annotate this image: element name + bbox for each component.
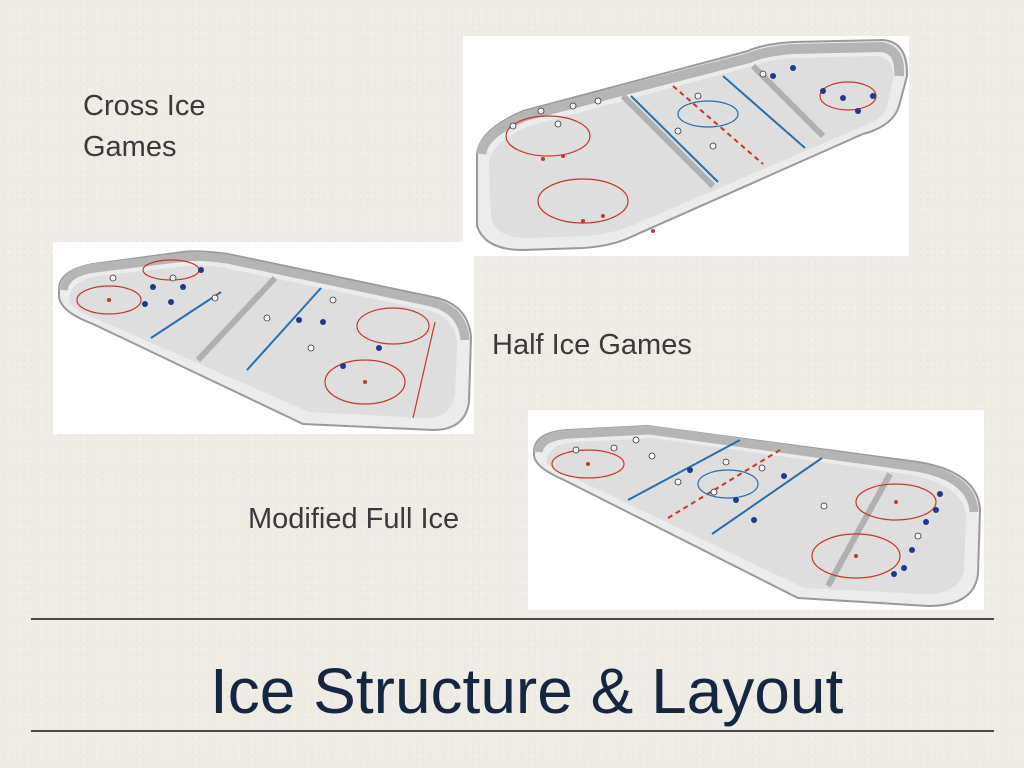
cross-ice-games-label: Cross Ice Games bbox=[83, 86, 283, 168]
slide-title: Ice Structure & Layout bbox=[210, 648, 930, 734]
modified-full-ice-rink-image bbox=[528, 410, 984, 610]
half-ice-rink-svg bbox=[53, 242, 474, 434]
cross-ice-rink-image bbox=[463, 36, 909, 256]
modified-full-ice-rink-svg bbox=[528, 410, 984, 610]
half-ice-rink-image bbox=[53, 242, 474, 434]
half-ice-games-label: Half Ice Games bbox=[492, 325, 692, 366]
modified-full-ice-label: Modified Full Ice bbox=[248, 499, 548, 540]
cross-ice-rink-svg bbox=[463, 36, 909, 256]
divider-top bbox=[31, 618, 994, 620]
